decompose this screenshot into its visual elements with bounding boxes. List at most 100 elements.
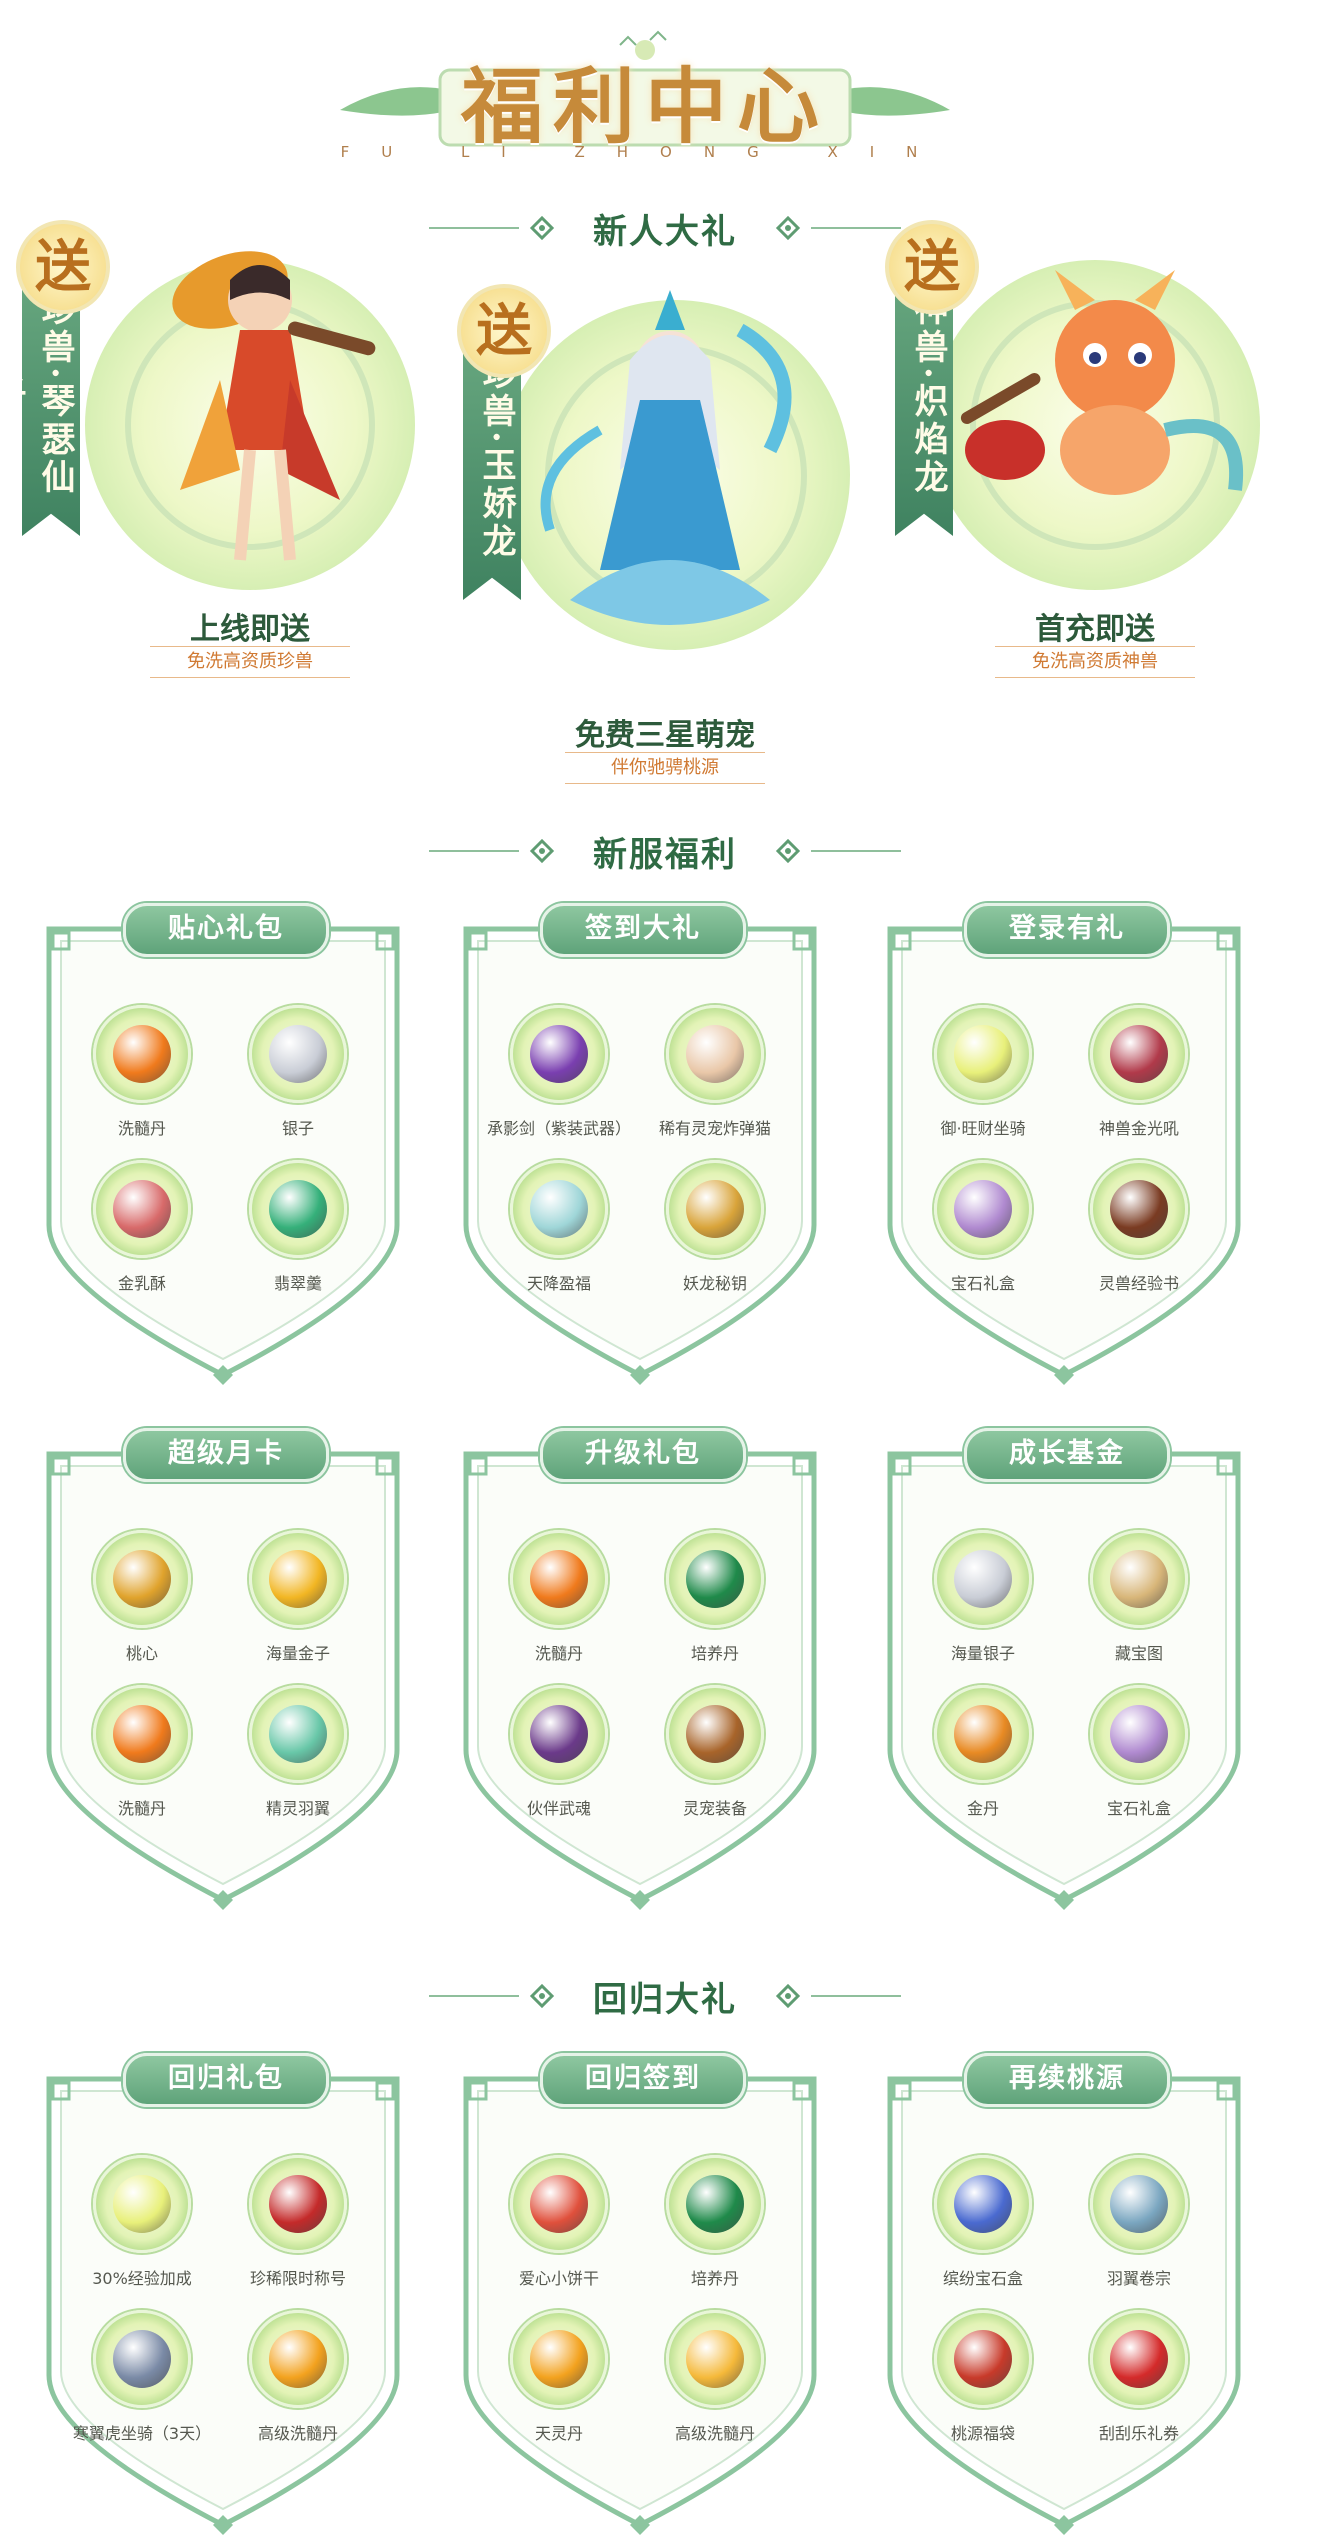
item-name: 洗髓丹 <box>117 1799 166 1818</box>
red-cards-icon <box>1090 2310 1188 2408</box>
reward-card[interactable]: 超级月卡桃心 海量金子洗髓丹 精灵羽翼 <box>45 1428 401 1910</box>
card-title: 回归礼包 <box>123 2053 329 2107</box>
gift-card-2[interactable]: 珍兽·玉娇龙 送 免费三星萌宠 伴你驰骋桃源 <box>455 270 875 790</box>
reward-item[interactable]: 灵宠装备 <box>640 1685 790 1819</box>
reward-item[interactable]: 神兽金光吼 <box>1064 1005 1214 1139</box>
item-name: 天灵丹 <box>534 2424 583 2443</box>
card-title: 成长基金 <box>964 1428 1170 1482</box>
reward-card[interactable]: 签到大礼承影剑（紫装武器） 稀有灵宠炸弹猫天降盈福妖龙秘钥 <box>462 903 818 1385</box>
gift-card-3[interactable]: 神兽·炽焰龙 送 首充即送 免洗高资质神兽 <box>885 210 1305 690</box>
item-name: 桃心 <box>125 1644 158 1663</box>
card-frame <box>887 1451 1241 1910</box>
reward-item[interactable]: 培养丹 <box>640 1530 790 1664</box>
reward-item[interactable]: 洗髓丹 <box>67 1005 217 1139</box>
divider-line <box>429 227 519 229</box>
reward-item[interactable]: 海量银子 <box>908 1530 1058 1664</box>
item-name: 精灵羽翼 <box>265 1799 330 1818</box>
reward-item[interactable]: 天灵丹 <box>484 2310 634 2444</box>
reward-item[interactable]: 金丹 <box>908 1685 1058 1819</box>
reward-item[interactable]: 海量金子 <box>223 1530 373 1664</box>
reward-item[interactable]: 缤纷宝石盒 <box>908 2155 1058 2289</box>
card-title: 升级礼包 <box>540 1428 746 1482</box>
card-title: 登录有礼 <box>964 903 1170 957</box>
reward-item[interactable]: 天降盈福 <box>484 1160 634 1294</box>
gift-label: 首充即送 <box>1035 612 1155 647</box>
pet-gear-icon <box>666 1685 764 1783</box>
reward-item[interactable]: 羽翼卷宗 <box>1064 2155 1214 2289</box>
card-frame <box>46 926 400 1385</box>
card-title: 签到大礼 <box>540 903 746 957</box>
jade-bowl-icon <box>249 1160 347 1258</box>
divider-line <box>811 227 901 229</box>
reward-item[interactable]: 精灵羽翼 <box>223 1685 373 1819</box>
gift-card-1[interactable]: 珍兽·琴瑟仙子 送 上线即送 免洗高资质珍兽 <box>16 210 450 690</box>
reward-card[interactable]: 升级礼包洗髓丹 培养丹伙伴武魂灵宠装备 <box>462 1428 818 1910</box>
card-frame <box>463 926 817 1385</box>
ornament-icon <box>775 215 801 241</box>
reward-item[interactable]: 承影剑（紫装武器） <box>484 1005 634 1139</box>
card-title: 回归签到 <box>540 2053 746 2107</box>
gift-label: 免费三星萌宠 <box>575 718 755 753</box>
reward-item[interactable]: 银子 <box>223 1005 373 1139</box>
card-title: 超级月卡 <box>123 1428 329 1482</box>
item-name: 御·旺财坐骑 <box>940 1119 1026 1138</box>
reward-item[interactable]: 伙伴武魂 <box>484 1685 634 1819</box>
reward-item[interactable]: 御·旺财坐骑 <box>908 1005 1058 1139</box>
page-title: 福利中心 <box>460 59 829 155</box>
item-name: 高级洗髓丹 <box>674 2424 755 2443</box>
reward-item[interactable]: 桃心 <box>67 1530 217 1664</box>
reward-item[interactable]: 藏宝图 <box>1064 1530 1214 1664</box>
reward-item[interactable]: 妖龙秘钥 <box>640 1160 790 1294</box>
gem-chest-icon <box>934 2155 1032 2253</box>
item-name: 培养丹 <box>690 1644 739 1663</box>
item-name: 稀有灵宠炸弹猫 <box>658 1119 771 1138</box>
reward-item[interactable]: 高级洗髓丹 <box>223 2310 373 2444</box>
reward-item[interactable]: 桃源福袋 <box>908 2310 1058 2444</box>
gold-orb-icon <box>249 2310 347 2408</box>
reward-item[interactable]: 培养丹 <box>640 2155 790 2289</box>
gem-box-icon <box>1090 1685 1188 1783</box>
item-name: 金丹 <box>966 1799 999 1818</box>
orange-orb-icon <box>510 1530 608 1628</box>
reward-card[interactable]: 回归签到爱心小饼干培养丹天灵丹 高级洗髓丹 <box>462 2053 818 2535</box>
item-name: 洗髓丹 <box>534 1644 583 1663</box>
reward-item[interactable]: 洗髓丹 <box>484 1530 634 1664</box>
reward-item[interactable]: 宝石礼盒 <box>908 1160 1058 1294</box>
reward-item[interactable]: 爱心小饼干 <box>484 2155 634 2289</box>
hero-portrait-icon <box>510 1685 608 1783</box>
item-name: 灵宠装备 <box>682 1799 747 1818</box>
golden-key-icon <box>666 1160 764 1258</box>
divider-line <box>811 850 901 852</box>
cat-pet-icon <box>666 1005 764 1103</box>
exp-book-icon <box>1090 1160 1188 1258</box>
reward-item[interactable]: 金乳酥 <box>67 1160 217 1294</box>
reward-item[interactable]: 30%经验加成 <box>67 2155 217 2289</box>
reward-item[interactable]: 灵兽经验书 <box>1064 1160 1214 1294</box>
card-title: 贴心礼包 <box>123 903 329 957</box>
reward-item[interactable]: 宝石礼盒 <box>1064 1685 1214 1819</box>
reward-card[interactable]: 成长基金海量银子藏宝图金丹 宝石礼盒 <box>886 1428 1242 1910</box>
reward-item[interactable]: 稀有灵宠炸弹猫 <box>640 1005 790 1139</box>
reward-item[interactable]: 刮刮乐礼券 <box>1064 2310 1214 2444</box>
item-name: 高级洗髓丹 <box>257 2424 338 2443</box>
jade-dragon-character-icon <box>540 290 792 625</box>
reward-item[interactable]: 翡翠羹 <box>223 1160 373 1294</box>
reward-card[interactable]: 登录有礼御·旺财坐骑 神兽金光吼宝石礼盒灵兽经验书 <box>886 903 1242 1385</box>
reward-item[interactable]: 高级洗髓丹 <box>640 2310 790 2444</box>
reward-card[interactable]: 回归礼包 30%经验加成珍稀限时称号寒翼虎坐骑（3天） 高级洗髓丹 <box>45 2053 401 2535</box>
reward-item[interactable]: 珍稀限时称号 <box>223 2155 373 2289</box>
reward-card[interactable]: 再续桃源缤纷宝石盒羽翼卷宗桃源福袋刮刮乐礼券 <box>886 2053 1242 2535</box>
item-name: 宝石礼盒 <box>1106 1799 1171 1818</box>
item-name: 刮刮乐礼券 <box>1098 2424 1179 2443</box>
item-name: 神兽金光吼 <box>1098 1119 1179 1138</box>
jade-charm-icon <box>510 1160 608 1258</box>
item-name: 翡翠羹 <box>273 1274 322 1293</box>
green-pearl-icon <box>666 2155 764 2253</box>
reward-card[interactable]: 贴心礼包洗髓丹银子金乳酥翡翠羹 <box>45 903 401 1385</box>
ornament-icon <box>775 1983 801 2009</box>
gem-box-icon <box>934 1160 1032 1258</box>
silver-ingot-icon <box>249 1005 347 1103</box>
section-header-return: 回归大礼 <box>365 1971 965 2021</box>
reward-item[interactable]: 寒翼虎坐骑（3天） <box>67 2310 217 2444</box>
reward-item[interactable]: 洗髓丹 <box>67 1685 217 1819</box>
